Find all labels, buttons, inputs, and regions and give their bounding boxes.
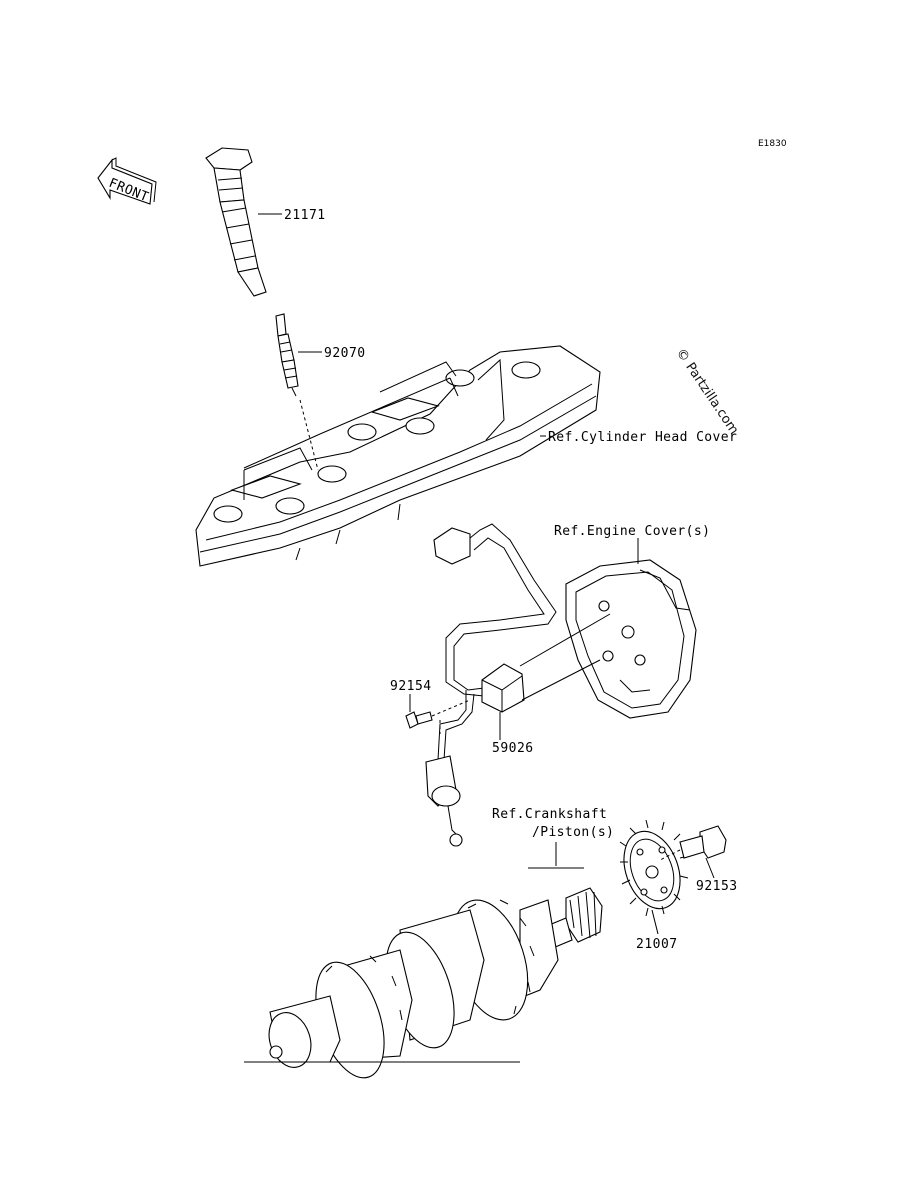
watermark: © Partzilla.com [673,346,742,438]
crankshaft-ref [244,887,603,1079]
ref-engine-cover[interactable]: Ref.Engine Cover(s) [554,524,710,539]
front-arrow-icon: FRONT [97,157,157,205]
timing-rotor-part[interactable] [614,819,690,917]
part-number-92154[interactable]: 92154 [390,679,432,694]
diagram-code: E1830 [758,139,787,149]
spark-plug-part[interactable] [275,313,299,397]
part-number-21007[interactable]: 21007 [636,937,678,952]
ref-crankshaft-line2[interactable]: /Piston(s) [532,825,614,840]
engine-cover-ref [565,559,697,719]
bolt-92154-part[interactable] [405,711,433,729]
bolt-92153-part[interactable] [679,825,727,859]
part-number-21171[interactable]: 21171 [284,208,326,223]
cylinder-head-cover-ref [195,345,601,567]
part-number-59026[interactable]: 59026 [492,741,534,756]
ignition-coil-part[interactable] [205,147,267,297]
part-number-92153[interactable]: 92153 [696,879,738,894]
pickup-coil-part[interactable] [425,523,557,847]
part-number-92070[interactable]: 92070 [324,346,366,361]
ref-cylinder-head-cover[interactable]: Ref.Cylinder Head Cover [548,430,737,445]
ref-crankshaft-line1[interactable]: Ref.Crankshaft [492,807,607,822]
